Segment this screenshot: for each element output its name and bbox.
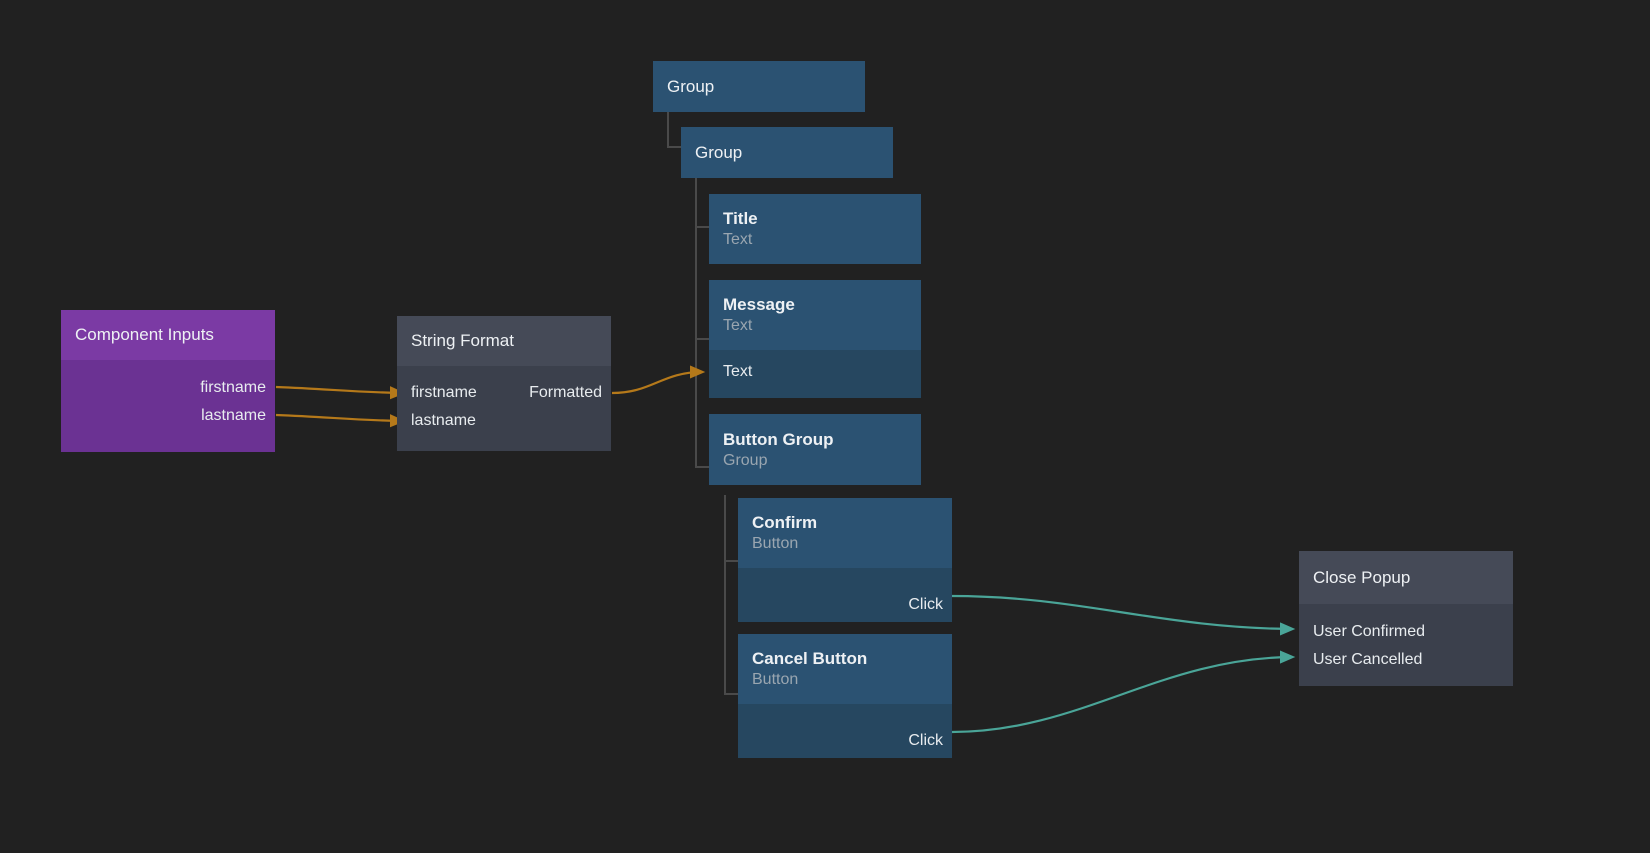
node-confirm-button[interactable]: Confirm Button Click [738, 498, 952, 622]
port-input-user-cancelled[interactable]: User Cancelled [1313, 650, 1422, 670]
edge-formatted-to-text [611, 365, 706, 395]
port-input-lastname[interactable]: lastname [411, 411, 476, 431]
node-group-inner[interactable]: Group [681, 127, 893, 178]
port-output-firstname[interactable]: firstname [200, 378, 275, 398]
node-title-text[interactable]: Title Text [709, 194, 921, 264]
port-label: Text [723, 363, 753, 380]
node-title: Group [667, 76, 715, 96]
edge-firstname [275, 385, 406, 400]
node-header[interactable]: Button Group Group [709, 414, 921, 485]
tree-connector-to-message [695, 338, 709, 340]
node-title: Message [723, 295, 795, 314]
tree-connector-outer-vertical [667, 112, 669, 148]
node-title: Confirm [752, 513, 818, 532]
node-close-popup[interactable]: Close Popup User Confirmed User Cancelle… [1299, 551, 1513, 686]
edge-cancel-click [951, 650, 1296, 734]
port-input-firstname[interactable]: firstname [411, 383, 477, 403]
tree-connector-to-cancel [724, 693, 738, 695]
port-label: firstname [200, 379, 266, 396]
tree-connector-outer-horizontal [667, 146, 683, 148]
node-subtitle: Button [752, 671, 799, 688]
tree-connector-to-title [695, 226, 709, 228]
port-output-click[interactable]: Click [908, 731, 952, 751]
node-component-inputs[interactable]: Component Inputs firstname lastname [61, 310, 275, 452]
port-label: Formatted [529, 384, 602, 401]
node-header[interactable]: Group [681, 127, 893, 178]
port-input-text[interactable]: Text [723, 362, 752, 382]
node-cancel-button[interactable]: Cancel Button Button Click [738, 634, 952, 758]
node-button-group[interactable]: Button Group Group [709, 414, 921, 485]
node-title: String Format [411, 331, 514, 350]
port-output-formatted[interactable]: Formatted [529, 383, 611, 403]
edge-confirm-click [951, 594, 1296, 636]
node-header[interactable]: Confirm Button [738, 498, 952, 568]
node-subtitle: Button [752, 535, 799, 552]
tree-connector-to-confirm [724, 560, 738, 562]
node-title: Cancel Button [752, 649, 868, 668]
node-header[interactable]: Title Text [709, 194, 921, 264]
node-subtitle: Group [723, 451, 768, 469]
node-message-text[interactable]: Message Text Text [709, 280, 921, 398]
node-header[interactable]: String Format [397, 316, 611, 366]
node-header[interactable]: Message Text [709, 280, 921, 350]
node-string-format[interactable]: String Format firstname lastname Formatt… [397, 316, 611, 451]
node-title: Group [695, 142, 743, 162]
node-header[interactable]: Close Popup [1299, 551, 1513, 604]
node-body: Text [709, 350, 921, 398]
node-header[interactable]: Group [653, 61, 865, 112]
port-label: lastname [411, 412, 476, 429]
port-input-user-confirmed[interactable]: User Confirmed [1313, 622, 1425, 642]
node-subtitle: Text [723, 231, 753, 248]
node-header[interactable]: Component Inputs [61, 310, 275, 360]
node-title: Button Group [723, 429, 834, 449]
node-header[interactable]: Cancel Button Button [738, 634, 952, 704]
node-title: Title [723, 209, 758, 228]
port-label: Click [908, 732, 943, 749]
node-body: User Confirmed User Cancelled [1299, 604, 1513, 686]
port-label: lastname [201, 407, 266, 424]
node-body: firstname lastname Formatted [397, 366, 611, 451]
port-label: Click [908, 596, 943, 613]
node-subtitle: Text [723, 317, 753, 334]
port-output-lastname[interactable]: lastname [201, 406, 275, 426]
tree-connector-to-button-group [695, 466, 709, 468]
port-output-click[interactable]: Click [908, 595, 952, 615]
port-label: User Cancelled [1313, 651, 1423, 668]
node-body: firstname lastname [61, 360, 275, 452]
node-group-outer[interactable]: Group [653, 61, 865, 112]
port-label: firstname [411, 384, 477, 401]
node-body: Click [738, 568, 952, 622]
node-body: Click [738, 704, 952, 758]
tree-connector-buttons-vertical [724, 495, 726, 695]
node-title: Close Popup [1313, 567, 1411, 587]
port-label: User Confirmed [1313, 623, 1426, 640]
tree-connector-inner-vertical [695, 178, 697, 468]
edge-lastname [275, 413, 406, 428]
node-title: Component Inputs [75, 325, 214, 344]
